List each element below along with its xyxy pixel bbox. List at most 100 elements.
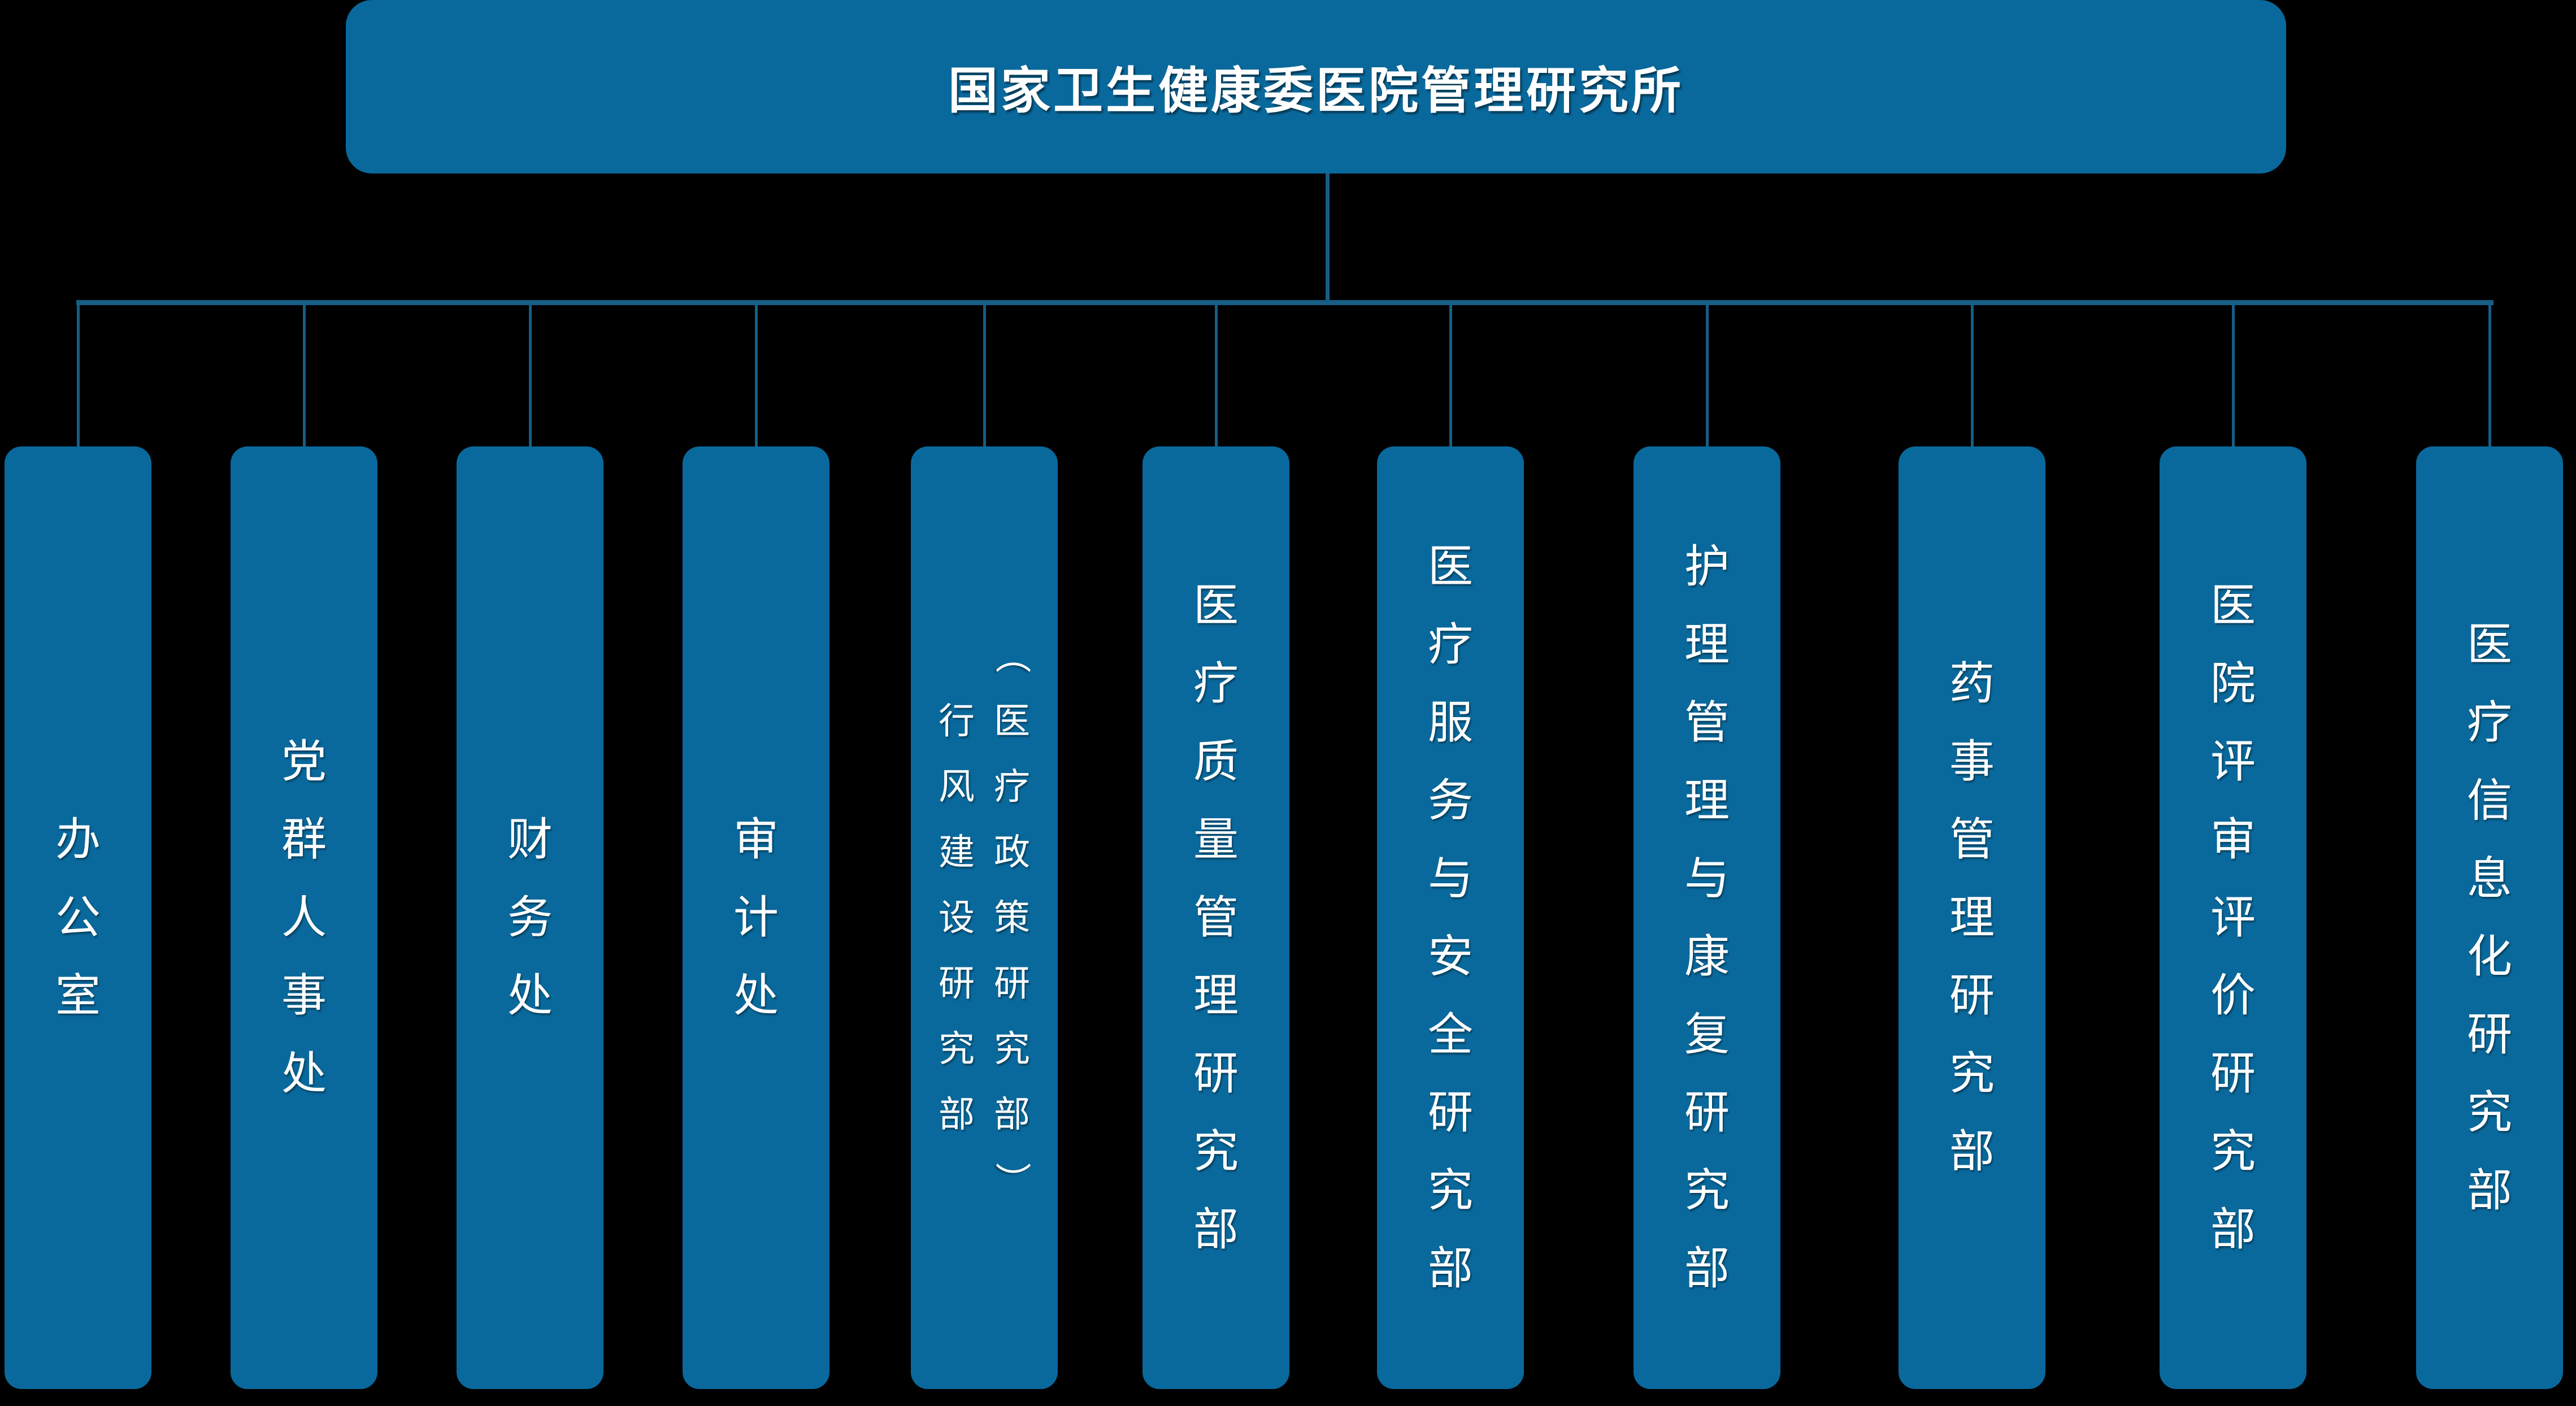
dept-label: 药事管理研究部 <box>1949 446 1995 1389</box>
label-char: 策 <box>994 897 1030 938</box>
label-char: 室 <box>55 970 101 1021</box>
label-char: 医 <box>1428 541 1473 592</box>
dept-label: 党群人事处 <box>281 446 327 1389</box>
dept-node-2: 党群人事处 <box>231 446 377 1389</box>
label-char: 复 <box>1684 1009 1730 1060</box>
label-char: 究 <box>939 1029 975 1069</box>
connector-stub <box>77 303 80 446</box>
dept-label: 医疗质量管理研究部 <box>1193 446 1239 1389</box>
label-char: 全 <box>1428 1009 1473 1060</box>
dept-label-column: 医疗服务与安全研究部 <box>1428 528 1473 1308</box>
label-char: 部 <box>1193 1204 1239 1255</box>
label-char: 息 <box>2467 853 2512 904</box>
label-char: 处 <box>281 1048 327 1099</box>
label-char: 究 <box>2467 1087 2512 1138</box>
label-char: 部 <box>1949 1126 1995 1177</box>
label-char: 疗 <box>2467 697 2512 748</box>
label-char: 管 <box>1949 814 1995 865</box>
dept-node-1: 办公室 <box>5 446 151 1389</box>
dept-label-column: 医疗信息化研究部 <box>2467 606 2512 1230</box>
dept-node-5: 行风建设研究部（医疗政策研究部） <box>911 446 1058 1389</box>
dept-label-column: 财务处 <box>507 801 553 1035</box>
dept-label-column: 医院评审评价研究部 <box>2210 567 2256 1269</box>
label-char: 处 <box>733 970 779 1021</box>
connector-stub <box>983 303 986 446</box>
label-char: 公 <box>55 892 101 943</box>
dept-node-11: 医疗信息化研究部 <box>2416 446 2563 1389</box>
label-char: 价 <box>2210 970 2256 1021</box>
label-char: 究 <box>994 1029 1030 1069</box>
connector-root-drop <box>1326 173 1330 302</box>
label-char: 理 <box>1684 619 1730 670</box>
label-char: 部 <box>994 1094 1030 1135</box>
connector-stub <box>755 303 758 446</box>
dept-label-column: 医疗质量管理研究部 <box>1193 567 1239 1269</box>
root-node-label: 国家卫生健康委医院管理研究所 <box>948 63 1684 119</box>
label-char: 评 <box>2210 892 2256 943</box>
label-char: 务 <box>507 892 553 943</box>
label-char: 与 <box>1428 853 1473 904</box>
connector-stub <box>1971 303 1974 446</box>
label-char: 评 <box>2210 736 2256 787</box>
label-char: 医 <box>2210 580 2256 631</box>
label-char: 管 <box>1684 697 1730 748</box>
dept-label-column: 办公室 <box>55 801 101 1035</box>
label-char: 化 <box>2467 931 2512 982</box>
dept-label: 医疗信息化研究部 <box>2467 446 2512 1389</box>
connector-stub <box>2232 303 2235 446</box>
dept-label: 医院评审评价研究部 <box>2210 446 2256 1389</box>
root-node: 国家卫生健康委医院管理研究所 <box>346 0 2286 173</box>
label-char: 部 <box>1684 1243 1730 1294</box>
label-char: 究 <box>1428 1165 1473 1216</box>
label-char: 院 <box>2210 658 2256 709</box>
label-char: 部 <box>939 1094 975 1135</box>
dept-label: 行风建设研究部（医疗政策研究部） <box>939 446 1032 1389</box>
label-char: 事 <box>1949 736 1995 787</box>
label-char: 建 <box>939 832 975 873</box>
label-char: 疗 <box>1193 658 1239 709</box>
label-char: 研 <box>1428 1087 1473 1138</box>
dept-label: 审计处 <box>733 446 779 1389</box>
label-char: 部 <box>2210 1204 2256 1255</box>
label-char: 人 <box>281 892 327 943</box>
label-char: 研 <box>2467 1009 2512 1060</box>
label-char: 疗 <box>994 766 1030 807</box>
label-char: 办 <box>55 814 101 865</box>
dept-label: 医疗服务与安全研究部 <box>1428 446 1473 1389</box>
label-char: 财 <box>507 814 553 865</box>
label-char: 政 <box>994 832 1030 873</box>
dept-node-6: 医疗质量管理研究部 <box>1143 446 1289 1389</box>
dept-node-3: 财务处 <box>457 446 603 1389</box>
label-char: 究 <box>1949 1048 1995 1099</box>
dept-node-8: 护理管理与康复研究部 <box>1634 446 1780 1389</box>
label-char: 究 <box>1684 1165 1730 1216</box>
dept-node-7: 医疗服务与安全研究部 <box>1377 446 1524 1389</box>
label-char: 与 <box>1684 853 1730 904</box>
label-char: 设 <box>939 897 975 938</box>
label-char: 研 <box>1949 970 1995 1021</box>
label-char: 计 <box>733 892 779 943</box>
label-char: 行 <box>939 701 975 741</box>
dept-node-4: 审计处 <box>683 446 829 1389</box>
label-char: 研 <box>1193 1048 1239 1099</box>
label-char: 质 <box>1193 736 1239 787</box>
label-char: 护 <box>1684 541 1730 592</box>
label-char: 医 <box>2467 619 2512 670</box>
label-char: 审 <box>2210 814 2256 865</box>
label-char: 群 <box>281 814 327 865</box>
vertical-paren-glyph: （ <box>992 637 1032 674</box>
label-char: 部 <box>1428 1243 1473 1294</box>
label-char: 究 <box>1193 1126 1239 1177</box>
connector-stub <box>1706 303 1709 446</box>
dept-node-9: 药事管理研究部 <box>1899 446 2045 1389</box>
label-char: 服 <box>1428 697 1473 748</box>
label-char: 部 <box>2467 1165 2512 1216</box>
label-char: 究 <box>2210 1126 2256 1177</box>
label-char: 信 <box>2467 775 2512 826</box>
label-char: 研 <box>2210 1048 2256 1099</box>
vertical-paren-glyph: ） <box>992 1162 1032 1198</box>
label-char: 务 <box>1428 775 1473 826</box>
label-char: 风 <box>939 766 975 807</box>
label-char: 理 <box>1949 892 1995 943</box>
